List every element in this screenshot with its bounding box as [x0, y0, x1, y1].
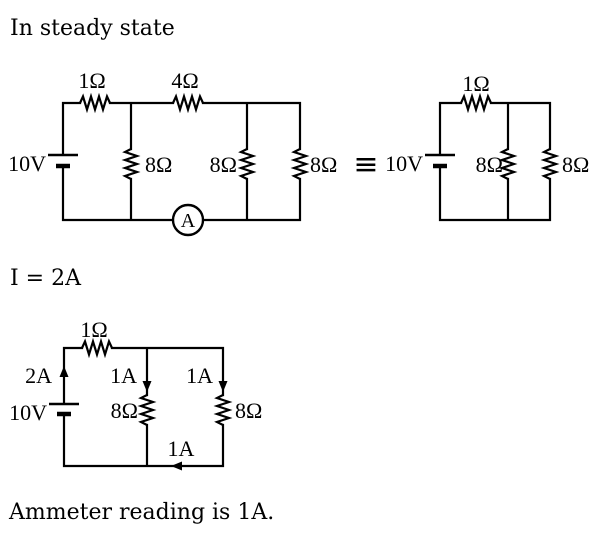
- resistor-8ohm-branch3-icon: [290, 148, 310, 180]
- label-resistor-4ohm: 4Ω: [171, 68, 198, 93]
- current-up-arrow-icon: [59, 366, 69, 377]
- resistor-8ohm-branch2-icon: [540, 148, 560, 180]
- label-8ohm-branch1: 8Ω: [111, 398, 138, 423]
- resistor-8ohm-branch1-icon: [121, 148, 141, 180]
- current-down-arrow-branch1-icon: [142, 381, 152, 392]
- conclusion-text: Ammeter reading is 1A.: [9, 500, 275, 525]
- label-current-1a-return: 1A: [168, 436, 195, 461]
- battery-icon: [49, 402, 79, 417]
- circuit-original: A 1Ω 4Ω 10V 8Ω 8Ω 8Ω: [8, 68, 337, 237]
- label-8ohm-branch2: 8Ω: [562, 152, 589, 177]
- resistor-1ohm-icon: [81, 337, 113, 359]
- circuit-current-analysis: 1Ω 2A 1A 1A 10V 8Ω 8Ω 1A: [9, 317, 262, 471]
- resistor-4ohm-icon: [172, 92, 204, 114]
- resistor-8ohm-branch2-icon: [237, 148, 257, 180]
- label-battery-10v: 10V: [9, 400, 47, 425]
- resistor-1ohm-icon: [460, 92, 492, 114]
- label-battery-10v: 10V: [385, 151, 423, 176]
- resistor-8ohm-branch1-icon: [137, 394, 157, 426]
- battery-icon: [425, 153, 455, 169]
- label-8ohm-branch2: 8Ω: [235, 398, 262, 423]
- equivalence-icon: ≡: [353, 147, 378, 182]
- battery-icon: [48, 153, 78, 169]
- circuit-equivalent: 1Ω 10V 8Ω 8Ω: [385, 71, 589, 222]
- resistor-8ohm-branch1-icon: [498, 148, 518, 180]
- label-resistor-1ohm: 1Ω: [80, 317, 107, 342]
- label-8ohm-branch3: 8Ω: [310, 152, 337, 177]
- circuit1-wires: [61, 101, 302, 222]
- resistor-8ohm-branch2-icon: [213, 394, 233, 426]
- current-left-arrow-return-icon: [171, 461, 182, 471]
- label-current-1a-branch2: 1A: [186, 363, 213, 388]
- ammeter-icon: A: [171, 203, 205, 237]
- current-equation-text: I = 2A: [10, 266, 81, 291]
- label-resistor-1ohm: 1Ω: [78, 68, 105, 93]
- current-down-arrow-branch2-icon: [218, 381, 228, 392]
- label-current-1a-branch1: 1A: [110, 363, 137, 388]
- label-current-2a: 2A: [25, 363, 52, 388]
- label-8ohm-branch2: 8Ω: [210, 152, 237, 177]
- ammeter-letter: A: [181, 210, 196, 232]
- label-battery-10v: 10V: [8, 151, 46, 176]
- label-8ohm-branch1: 8Ω: [145, 152, 172, 177]
- resistor-1ohm-icon: [79, 92, 111, 114]
- circuit2-wires: [438, 101, 552, 222]
- label-8ohm-branch1: 8Ω: [476, 152, 503, 177]
- label-resistor-1ohm: 1Ω: [462, 71, 489, 96]
- heading-steady-state: In steady state: [10, 16, 175, 41]
